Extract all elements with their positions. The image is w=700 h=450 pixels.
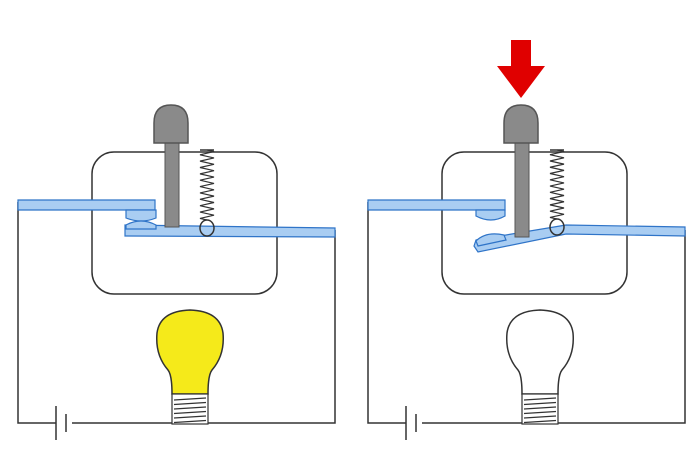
- left-plunger-cap: [153, 104, 189, 144]
- left-plunger-shaft: [164, 141, 180, 228]
- right-light-bulb-icon: [505, 309, 575, 425]
- right-spring-icon: [549, 149, 565, 236]
- bulb-thread-line: [523, 397, 557, 401]
- bulb-thread-line: [523, 406, 557, 410]
- bulb-thread-line: [173, 401, 207, 406]
- right-panel: [367, 40, 686, 440]
- left-circuit-wire: [17, 202, 336, 424]
- bulb-thread-line: [523, 419, 557, 424]
- left-upper-contact: [125, 209, 157, 222]
- left-lower-contact: [125, 220, 157, 230]
- bulb-thread-line: [523, 410, 557, 415]
- left-switch-housing: [91, 151, 278, 295]
- left-panel: [17, 104, 336, 440]
- right-plunger-shaft: [514, 141, 530, 238]
- right-upper-contact: [475, 209, 506, 221]
- right-circuit-wire: [367, 202, 686, 424]
- down-arrow-icon: [497, 40, 545, 98]
- right-fixed-conductor: [367, 199, 506, 211]
- left-movable-conductor: [124, 224, 336, 238]
- left-fixed-conductor: [17, 199, 156, 211]
- bulb-thread-line: [173, 397, 207, 401]
- bulb-thread-line: [523, 401, 557, 406]
- left-battery-icon: [55, 406, 67, 440]
- right-plunger-cap: [503, 104, 539, 144]
- bulb-thread-line: [173, 410, 207, 415]
- bulb-thread-line: [173, 406, 207, 410]
- right-switch-housing: [441, 151, 628, 295]
- left-spring-icon: [199, 149, 215, 237]
- left-light-bulb-icon: [155, 309, 225, 425]
- right-lower-contact: [475, 233, 507, 247]
- bulb-thread-line: [173, 419, 207, 424]
- bulb-thread-line: [173, 415, 207, 419]
- right-battery-icon: [405, 406, 417, 440]
- bulb-thread-line: [523, 415, 557, 419]
